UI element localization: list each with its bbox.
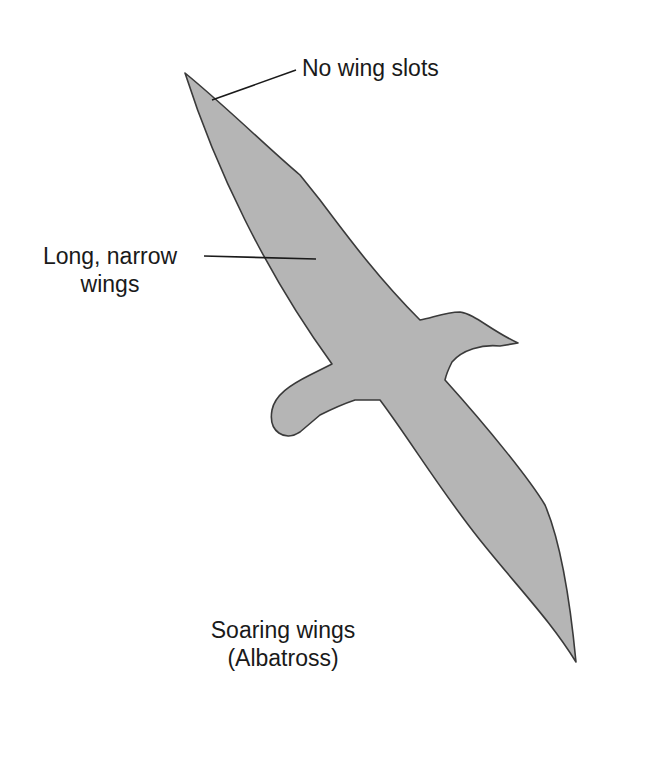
leader-line bbox=[212, 70, 296, 100]
albatross-silhouette bbox=[185, 73, 576, 662]
figure-caption: Soaring wings (Albatross) bbox=[183, 616, 383, 672]
callout-label: No wing slots bbox=[302, 54, 502, 82]
callout-label: Long, narrow wings bbox=[20, 242, 200, 298]
leader-line bbox=[204, 256, 316, 259]
